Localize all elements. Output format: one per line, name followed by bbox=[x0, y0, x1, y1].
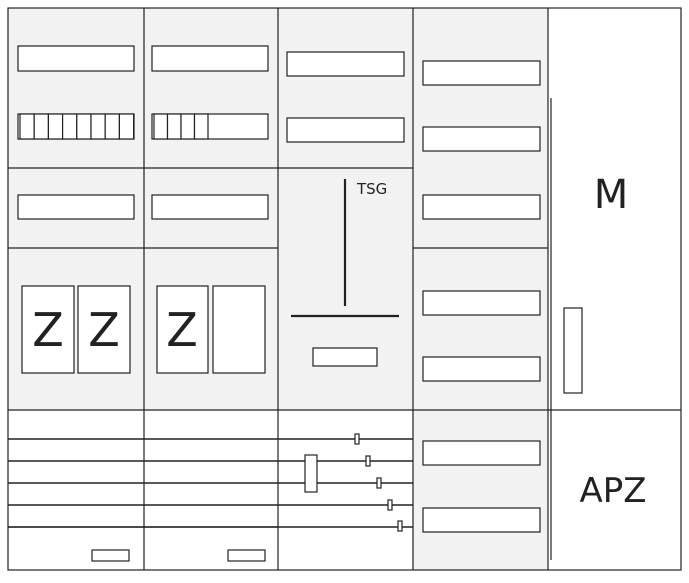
meter-slot bbox=[21, 285, 75, 374]
outer-frame bbox=[7, 7, 682, 571]
blank-panel bbox=[422, 194, 541, 220]
fuse-holder bbox=[563, 307, 583, 394]
blank-panel bbox=[151, 45, 269, 72]
blank-panel bbox=[422, 507, 541, 533]
blank-panel bbox=[91, 549, 130, 562]
blank-panel bbox=[312, 347, 378, 367]
breaker-module bbox=[180, 113, 196, 140]
breaker-module bbox=[153, 113, 169, 140]
tsg-field: TSG bbox=[291, 179, 399, 367]
terminal-clamp bbox=[354, 433, 360, 445]
cell-col1-top bbox=[8, 8, 144, 168]
cell-col2-top bbox=[144, 8, 278, 168]
terminal-clamp bbox=[376, 477, 382, 489]
breaker-module bbox=[90, 113, 106, 140]
breaker-module bbox=[118, 113, 135, 140]
meter-slot bbox=[77, 285, 131, 374]
meter-label: Z bbox=[166, 303, 198, 357]
col4-panels bbox=[422, 60, 541, 533]
blank-panel bbox=[151, 194, 269, 220]
blank-panel bbox=[422, 290, 541, 316]
blank-panel bbox=[286, 117, 405, 143]
breaker-module bbox=[166, 113, 182, 140]
col1-top bbox=[17, 45, 135, 220]
terminal-clamp bbox=[365, 455, 371, 467]
blank-panel bbox=[422, 126, 541, 152]
m-label: M bbox=[594, 172, 629, 218]
busbars bbox=[8, 438, 413, 528]
meter-label: Z bbox=[88, 303, 120, 357]
terminal-clamp bbox=[397, 520, 403, 532]
cells bbox=[8, 8, 681, 570]
breaker-module bbox=[76, 113, 92, 140]
meters: Z Z Z bbox=[21, 285, 266, 374]
blank-panel bbox=[286, 51, 405, 77]
right-fields: M APZ bbox=[550, 98, 647, 560]
meter-label: Z bbox=[32, 303, 64, 357]
blank-panel bbox=[422, 356, 541, 382]
tsg-label: TSG bbox=[356, 180, 387, 198]
blank-panel bbox=[422, 60, 541, 86]
col2-top bbox=[151, 45, 269, 220]
breaker-module bbox=[193, 113, 209, 140]
apz-label: APZ bbox=[579, 471, 646, 511]
cell-col5-right bbox=[548, 8, 681, 570]
cell-col4 bbox=[413, 8, 548, 570]
cell-busbar-area bbox=[8, 410, 413, 570]
col3-top bbox=[286, 51, 405, 143]
breaker-module bbox=[33, 113, 50, 140]
blank-panel bbox=[17, 45, 135, 72]
breaker-module bbox=[47, 113, 64, 140]
cell-col3-top bbox=[278, 8, 413, 168]
meter-slot-empty bbox=[212, 285, 266, 374]
meter-slot bbox=[156, 285, 209, 374]
breaker-module bbox=[61, 113, 78, 140]
breaker-module bbox=[19, 113, 35, 140]
blank-panel bbox=[227, 549, 266, 562]
blank-panel bbox=[422, 440, 541, 466]
breaker-modules-4 bbox=[153, 113, 209, 140]
breaker-modules-8 bbox=[19, 113, 135, 140]
blank-panel bbox=[17, 194, 135, 220]
terminal-block bbox=[304, 454, 318, 493]
breaker-module bbox=[104, 113, 120, 140]
busbar-terminals bbox=[91, 433, 403, 562]
terminal-clamp bbox=[387, 499, 393, 511]
